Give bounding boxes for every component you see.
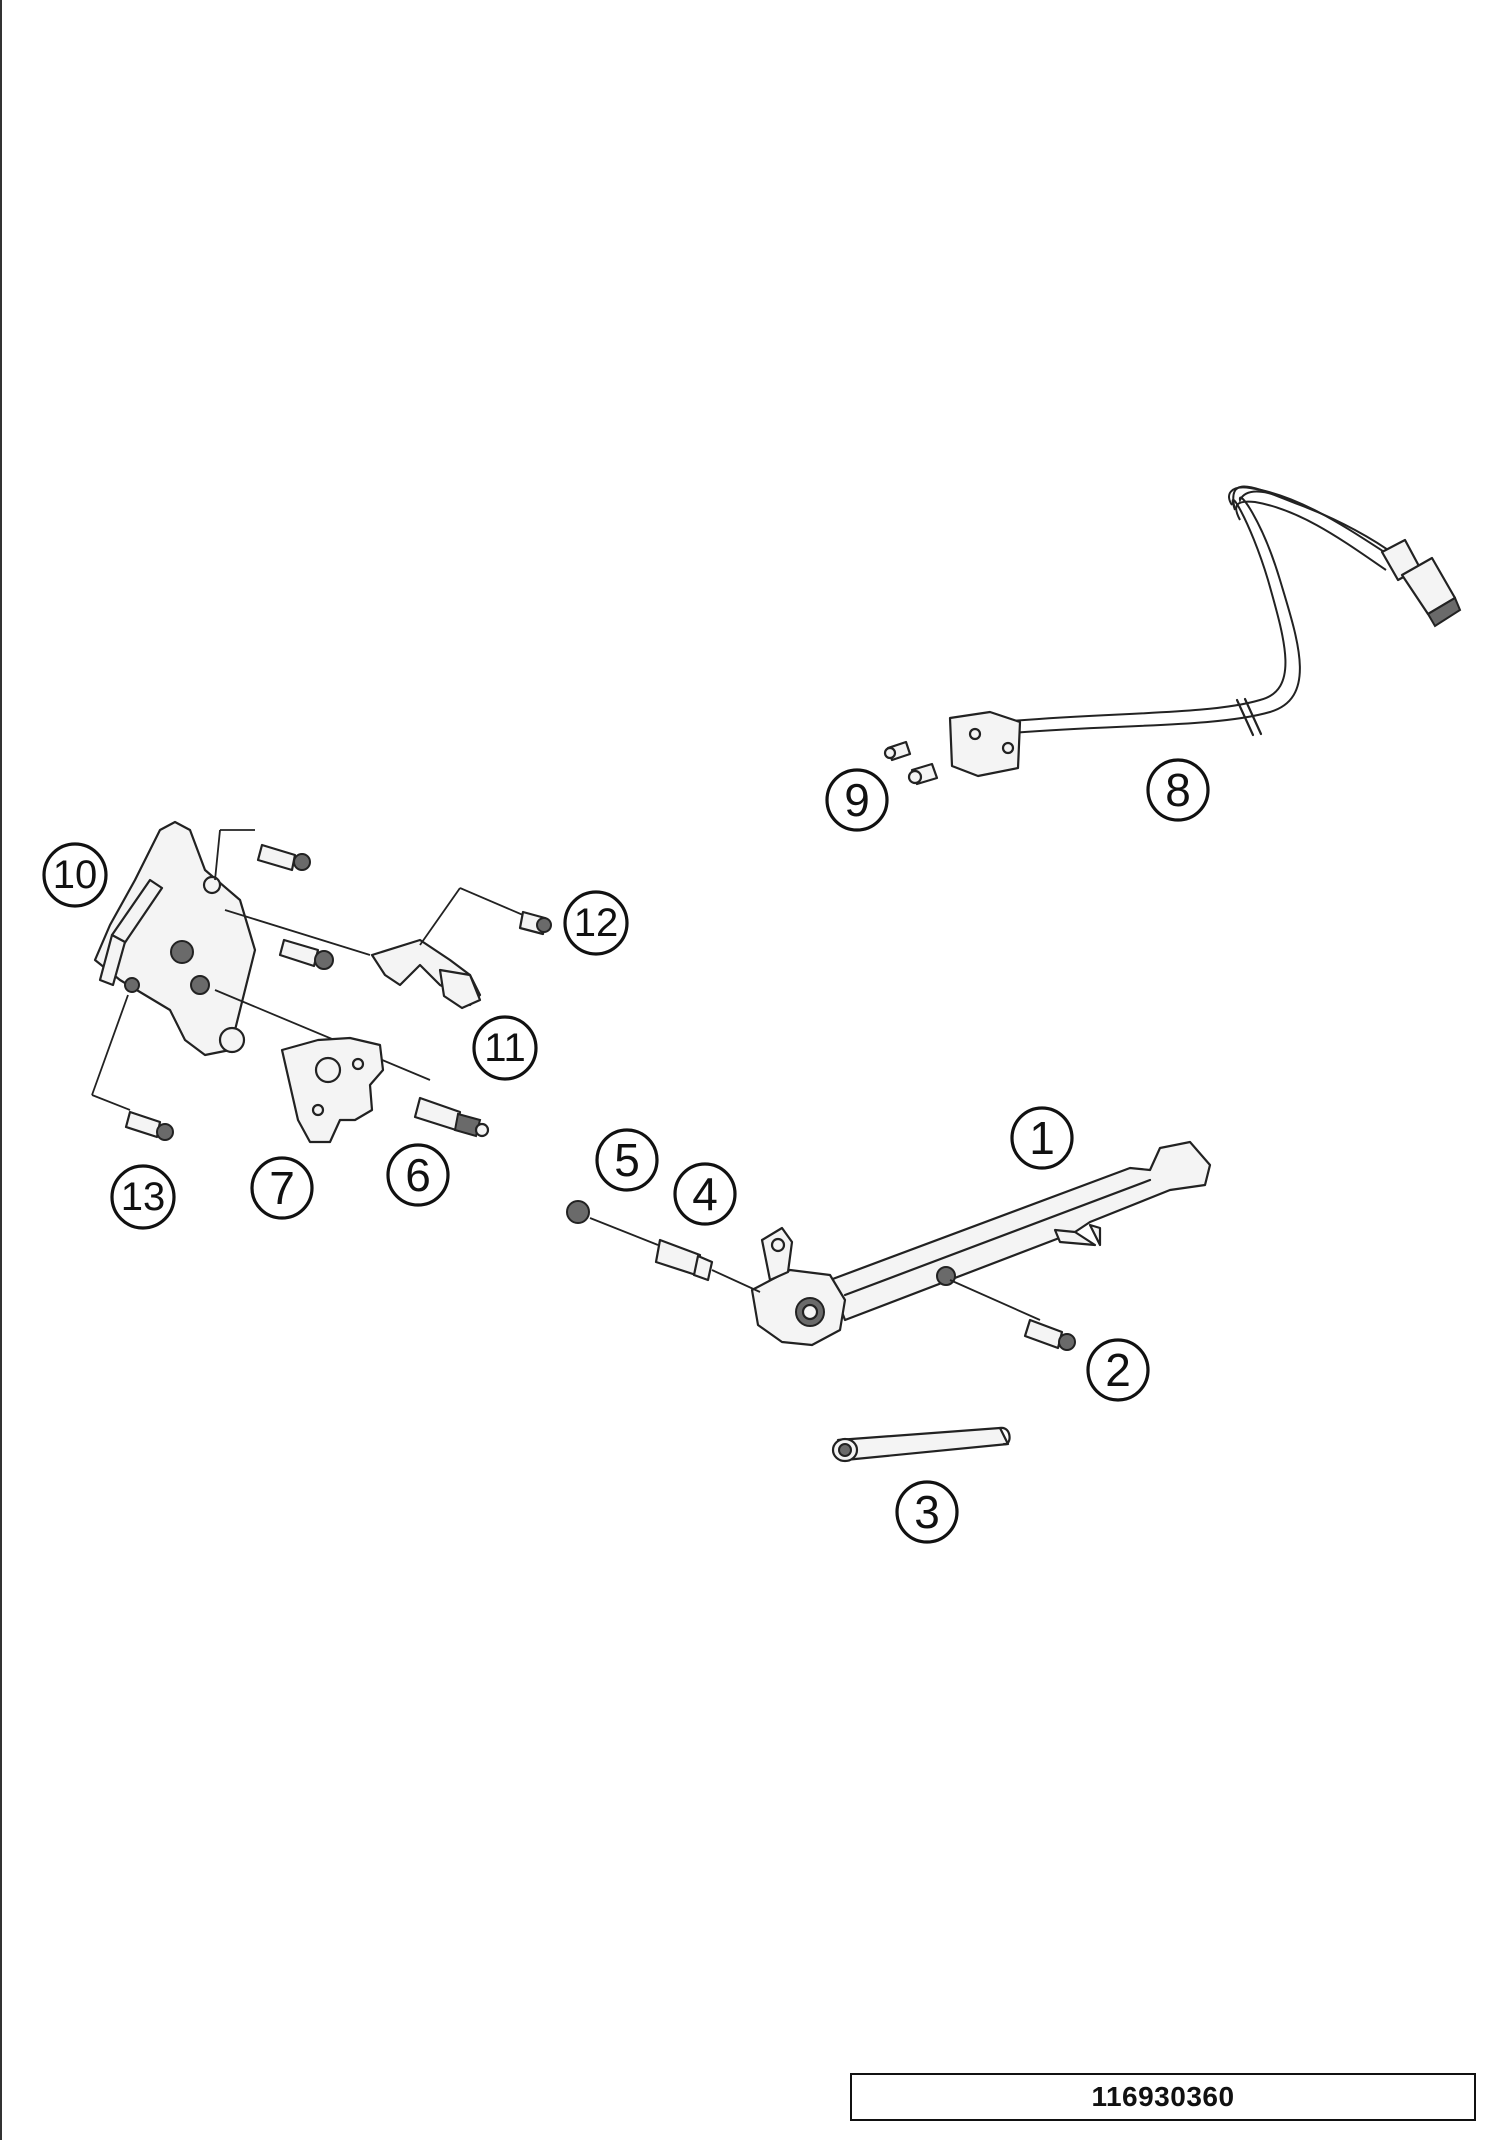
callout-12: 12 — [563, 890, 629, 956]
callout-11: 11 — [472, 1015, 538, 1081]
bolt-part — [949, 1279, 1076, 1351]
svg-text:7: 7 — [269, 1162, 295, 1214]
banjo-screws-part — [883, 740, 939, 786]
svg-text:13: 13 — [121, 1175, 166, 1219]
drawing-number: 116930360 — [1091, 2081, 1235, 2112]
holder-nut-part — [518, 910, 552, 936]
callout-5: 5 — [595, 1128, 659, 1192]
svg-text:2: 2 — [1105, 1344, 1131, 1396]
callout-6: 6 — [386, 1143, 450, 1207]
spring-part — [831, 1426, 1011, 1463]
svg-text:4: 4 — [692, 1168, 718, 1220]
drawing-number-box: 116930360 — [850, 2073, 1476, 2121]
callout-4: 4 — [673, 1162, 737, 1226]
callout-10: 10 — [42, 842, 108, 908]
plate-part — [280, 1036, 385, 1144]
bushing-part — [654, 1238, 761, 1293]
svg-text:9: 9 — [844, 774, 870, 826]
svg-text:8: 8 — [1165, 764, 1191, 816]
bracket-bolts — [214, 829, 431, 1081]
nut-part — [566, 1200, 659, 1246]
callout-8: 8 — [1146, 758, 1210, 822]
svg-text:3: 3 — [914, 1486, 940, 1538]
svg-text:6: 6 — [405, 1149, 431, 1201]
svg-text:1: 1 — [1029, 1112, 1055, 1164]
stand-bracket-part — [93, 820, 257, 1057]
svg-text:10: 10 — [53, 853, 98, 897]
left-frame-line — [0, 0, 2, 2140]
holder-part — [370, 887, 531, 1010]
callout-1: 1 — [1010, 1106, 1074, 1170]
bracket-screw-part — [91, 994, 174, 1141]
callout-7: 7 — [250, 1156, 314, 1220]
callout-9: 9 — [825, 768, 889, 832]
side-stand-part — [750, 1140, 1212, 1347]
stud-bolt-part — [413, 1096, 490, 1138]
callout-3: 3 — [895, 1480, 959, 1544]
svg-text:11: 11 — [484, 1026, 526, 1070]
svg-text:5: 5 — [614, 1134, 640, 1186]
callout-13: 13 — [110, 1164, 176, 1230]
callout-2: 2 — [1086, 1338, 1150, 1402]
svg-text:12: 12 — [574, 901, 619, 945]
brake-line-part — [948, 485, 1462, 778]
